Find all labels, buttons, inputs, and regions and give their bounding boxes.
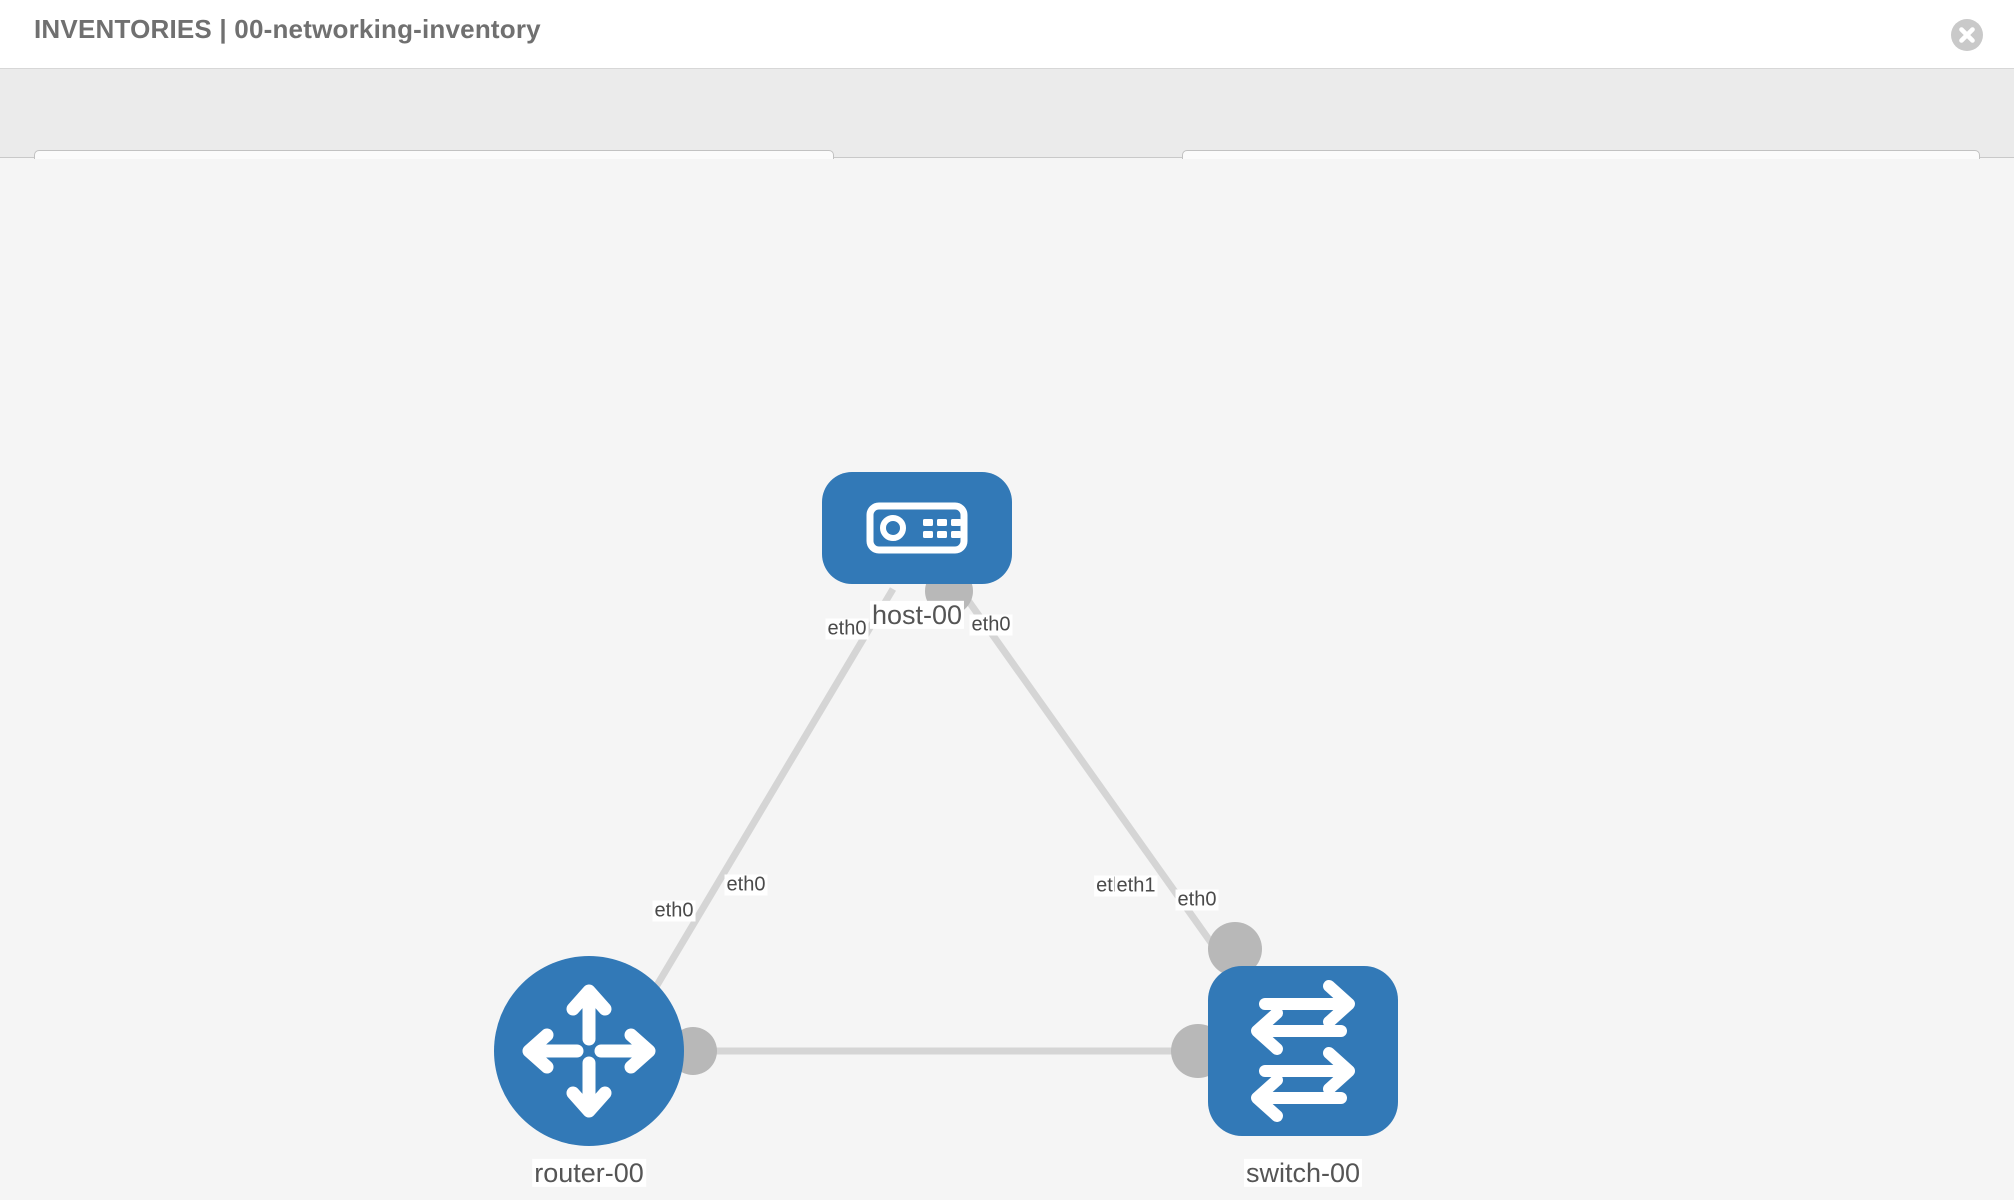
topology-canvas[interactable]: eth0 eth0 eth0 eth0 eth0 eth eth1 host-0… (0, 159, 2014, 1200)
node-switch-00 (1208, 966, 1398, 1136)
node-label-switch-00: switch-00 (1243, 1157, 1363, 1188)
link-label-eth0-host-right: eth0 (969, 613, 1013, 636)
node-label-router-00: router-00 (532, 1157, 646, 1188)
toolbar: ACTIONS SEARCH (0, 69, 2014, 202)
link-router-host (646, 587, 897, 999)
link-label-eth0-host-left: eth0 (825, 617, 869, 640)
page-title: INVENTORIES | 00-networking-inventory (34, 14, 541, 44)
node-router-00 (494, 956, 684, 1146)
link-label-eth0-router-switch: eth0 (724, 873, 768, 896)
node-label-host-00: host-00 (869, 599, 965, 630)
link-label-eth1-switch: eth1 (1114, 874, 1158, 897)
page-header: INVENTORIES | 00-networking-inventory (0, 0, 2014, 69)
link-label-eth0-host-switch: eth0 (1175, 888, 1219, 911)
node-host-00 (822, 472, 1012, 584)
topology-graph (494, 472, 1398, 1146)
link-label-eth0-router-host: eth0 (652, 899, 696, 922)
close-icon[interactable] (1950, 18, 1984, 52)
link-host-switch (957, 586, 1247, 992)
topology-links (646, 586, 1247, 1055)
port-switch-00-top (1208, 922, 1262, 976)
